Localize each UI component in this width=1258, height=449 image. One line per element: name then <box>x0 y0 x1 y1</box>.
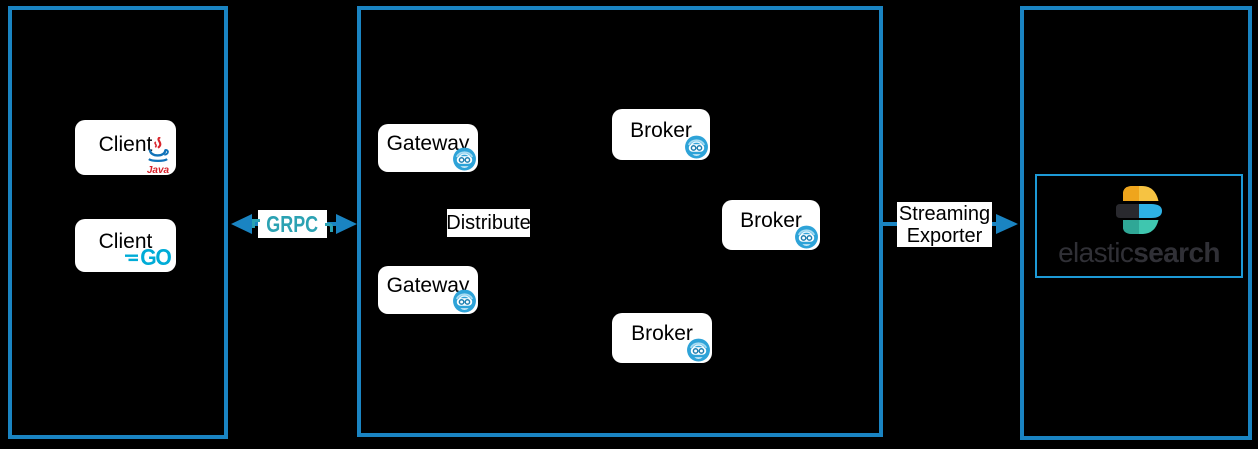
broker-node-3: Broker <box>612 313 712 363</box>
elasticsearch-wordmark: elasticsearch <box>1058 239 1220 267</box>
client-go-label: Client <box>98 230 153 253</box>
elastic-wordmark-part: elastic <box>1058 237 1134 268</box>
streaming-exporter-label: Streaming Exporter <box>897 202 992 247</box>
client-go-node: Client GO <box>75 219 176 272</box>
storage-container-box: elasticsearch <box>1020 6 1252 440</box>
exporter-label-line2: Exporter <box>906 224 983 247</box>
exporter-label-line1: Streaming <box>898 202 991 225</box>
cluster-container-box <box>357 6 883 437</box>
go-wordmark: GO <box>140 244 173 270</box>
elasticsearch-logo-icon <box>1116 186 1162 234</box>
distribute-text: Distribute <box>446 211 531 234</box>
elasticsearch-logo-frame: elasticsearch <box>1035 174 1243 278</box>
zeebe-robot-icon <box>453 147 476 171</box>
arrowhead-right-icon <box>336 214 357 234</box>
distribute-label: Distribute <box>446 209 531 237</box>
broker-node-1: Broker <box>612 109 710 160</box>
zeebe-robot-icon <box>453 289 476 313</box>
search-wordmark-part: search <box>1133 237 1220 268</box>
gateway-node-2: Gateway <box>378 266 478 314</box>
grpc-label: GRPC <box>252 210 333 238</box>
client-java-node: Client Java <box>75 120 176 176</box>
grpc-wordmark: GRPC <box>266 210 319 237</box>
arrowhead-right-icon <box>996 214 1018 234</box>
broker-2-label: Broker <box>740 209 802 232</box>
zeebe-robot-icon <box>795 225 818 249</box>
broker-node-2: Broker <box>722 200 820 250</box>
broker-3-label: Broker <box>631 322 693 345</box>
go-logo-icon: GO <box>125 244 173 270</box>
java-wordmark: Java <box>146 165 170 176</box>
gateway-2-label: Gateway <box>386 274 470 297</box>
zeebe-robot-icon <box>687 338 710 362</box>
java-cup-icon <box>148 136 169 162</box>
clients-container-box: Client Java Client GO <box>8 6 228 439</box>
gateway-1-label: Gateway <box>386 132 470 155</box>
client-java-label: Client <box>98 133 153 156</box>
go-speedlines-icon <box>125 254 139 262</box>
arrowhead-left-icon <box>231 214 252 234</box>
grpc-hook-right-icon <box>324 222 333 232</box>
java-logo-icon: Java <box>142 136 174 176</box>
grpc-hook-left-icon <box>252 218 261 228</box>
zeebe-robot-icon <box>685 135 708 159</box>
broker-1-label: Broker <box>630 119 692 142</box>
gateway-node-1: Gateway <box>378 124 478 172</box>
